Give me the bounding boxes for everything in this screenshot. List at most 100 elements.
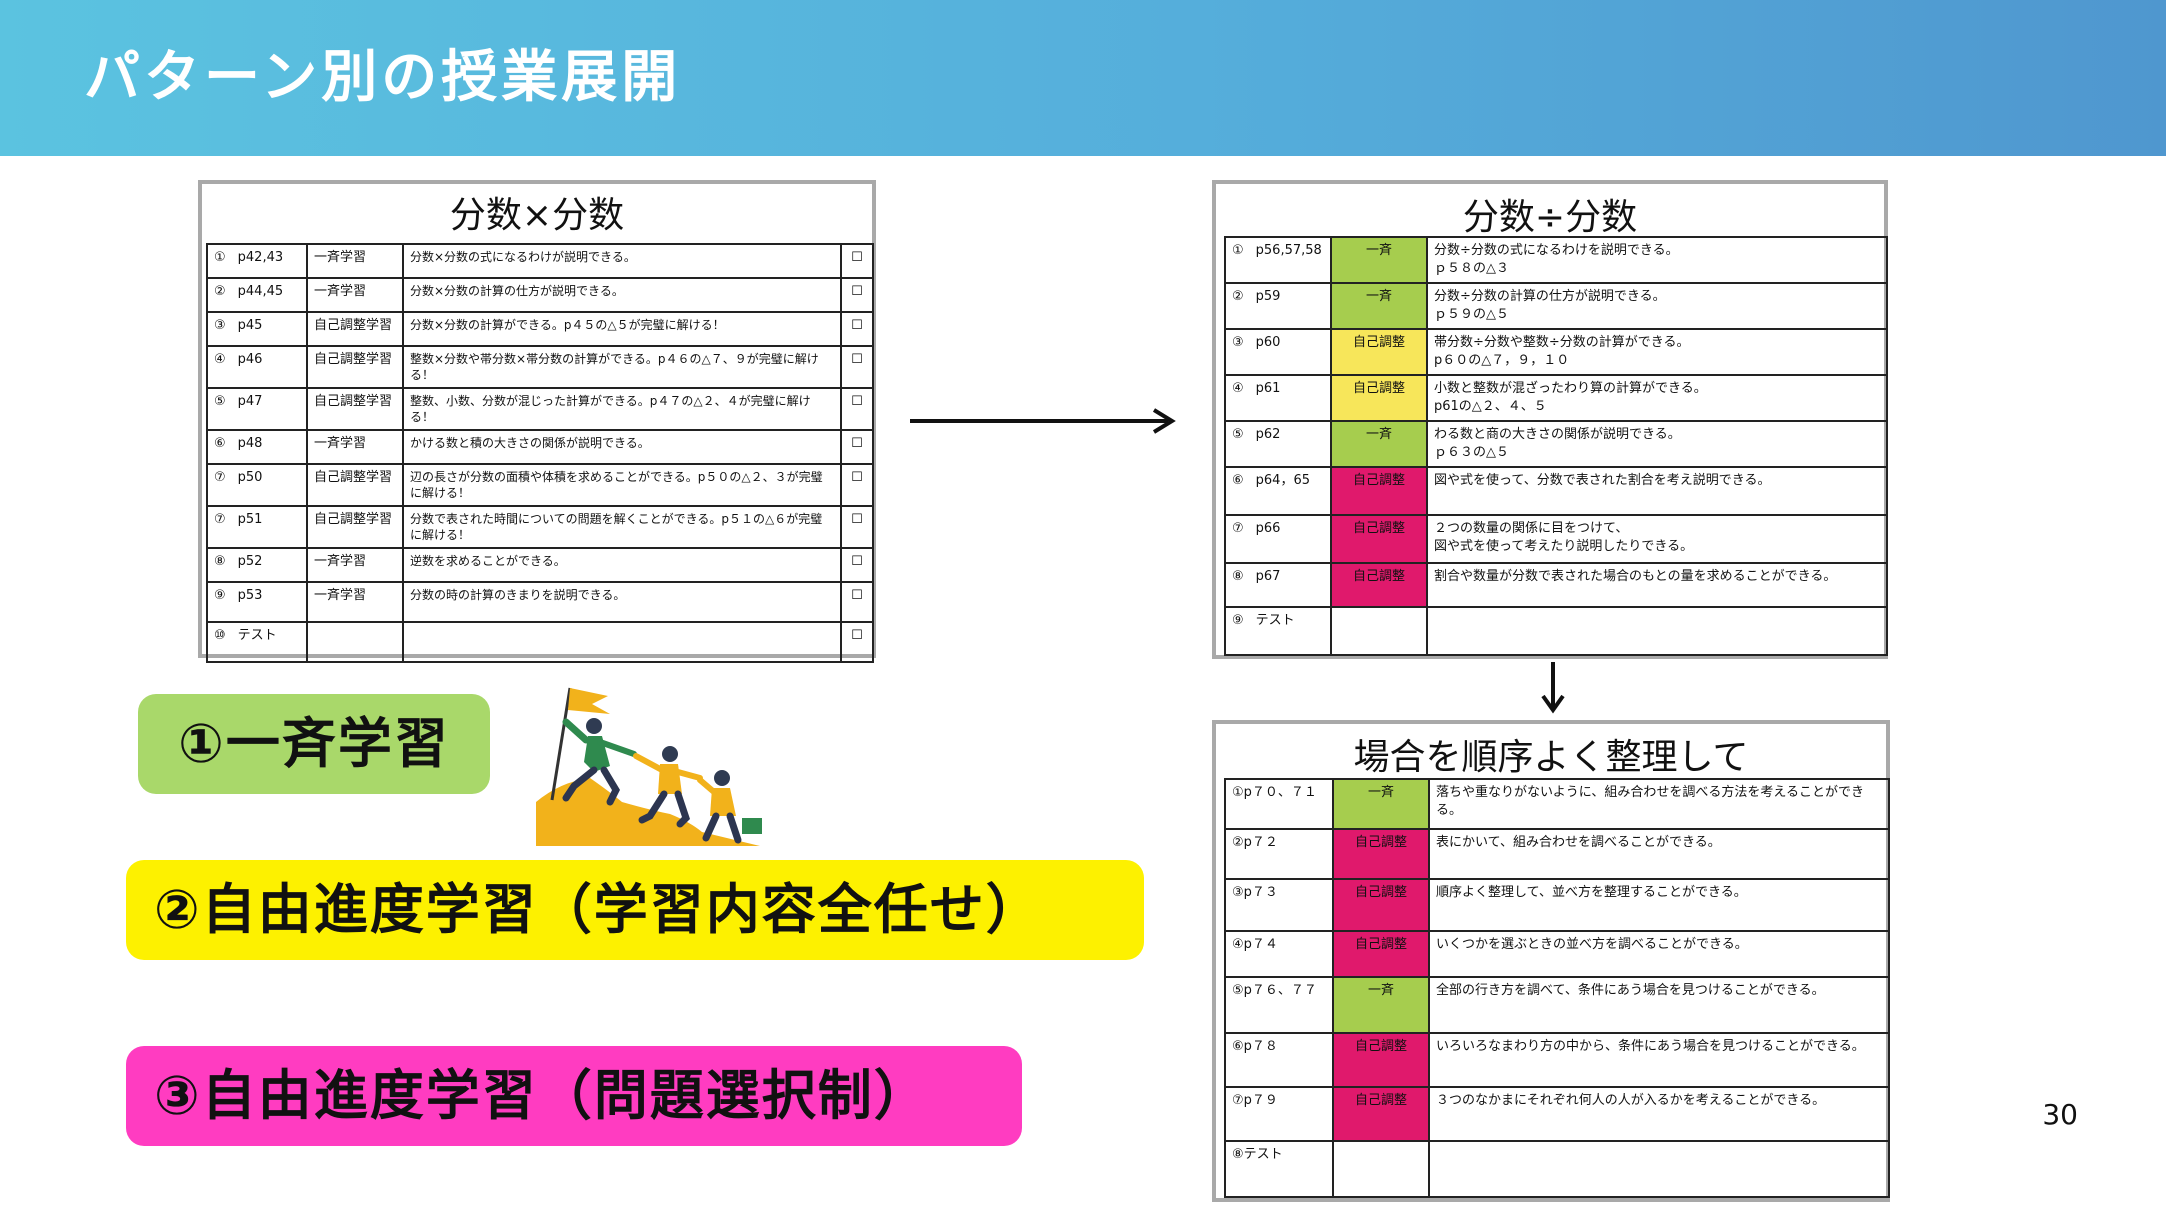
row-number-page: ⑦ p50 xyxy=(206,463,308,507)
checkbox-icon: ☐ xyxy=(840,387,874,431)
page-ref: p56,57,58 xyxy=(1255,243,1322,258)
row-number: ④ xyxy=(1232,381,1244,396)
learning-goal: 分数×分数の計算ができる。p４５の△５が完璧に解ける！ xyxy=(402,311,842,347)
page-ref: p51 xyxy=(237,512,263,527)
row-number: ⑥ xyxy=(1232,473,1244,488)
page-ref: テスト xyxy=(1255,613,1295,628)
learning-type xyxy=(306,621,404,663)
learning-mode-badge: 自己調整 xyxy=(1330,466,1428,516)
row-number: ⑧ xyxy=(1232,569,1244,584)
page-ref: p42,43 xyxy=(237,250,284,265)
row-number: ④ xyxy=(214,352,226,367)
learning-goal: かける数と積の大きさの関係が説明できる。 xyxy=(402,429,842,465)
checkbox-icon: ☐ xyxy=(840,277,874,313)
learning-goal xyxy=(402,621,842,663)
learning-mode-badge: 一斉 xyxy=(1330,236,1428,284)
page-ref: p46 xyxy=(237,352,263,367)
learning-mode-badge xyxy=(1330,606,1428,656)
learning-type: 一斉学習 xyxy=(306,429,404,465)
learning-goal: 小数と整数が混ざったわり算の計算ができる。 p61の△２、４、５ xyxy=(1426,374,1888,422)
row-number: ② xyxy=(1232,289,1244,304)
learning-mode-badge: 自己調整 xyxy=(1332,1086,1430,1142)
row-number-page: ⑥p７８ xyxy=(1224,1032,1334,1088)
row-number: ③ xyxy=(1232,335,1244,350)
learning-goal: ２つの数量の関係に目をつけて、図や式を使って考えたり説明したりできる。 xyxy=(1426,514,1888,564)
arrow-down-icon xyxy=(1541,662,1565,714)
page-ref: p60 xyxy=(1255,335,1281,350)
row-number: ⑦ xyxy=(214,470,226,485)
goal-text: 分数÷分数の式になるわけを説明できる。 xyxy=(1434,243,1679,258)
learning-goal: 分数の時の計算のきまりを説明できる。 xyxy=(402,581,842,623)
pattern-label-simultaneous: ①一斉学習 xyxy=(138,694,490,794)
row-number-page: ④p７４ xyxy=(1224,930,1334,978)
goal-text: ２つの数量の関係に目をつけて、 xyxy=(1434,521,1629,536)
row-number: ⑥ xyxy=(214,436,226,451)
goal-text: わる数と商の大きさの関係が説明できる。 xyxy=(1434,427,1681,442)
learning-type: 一斉学習 xyxy=(306,547,404,583)
learning-goal xyxy=(1426,606,1888,656)
page-ref: テスト xyxy=(237,628,277,643)
row-number: ① xyxy=(214,250,226,265)
learning-goal: 分数÷分数の計算の仕方が説明できる。ｐ５９の△５ xyxy=(1426,282,1888,330)
arrow-right-icon xyxy=(910,408,1176,434)
row-number-page: ⑨ テスト xyxy=(1224,606,1332,656)
checkbox-icon: ☐ xyxy=(840,243,874,279)
checkbox-icon: ☐ xyxy=(840,345,874,389)
row-number: ⑨ xyxy=(1232,613,1244,628)
goal-exercise: ｐ５８の△３ xyxy=(1434,261,1509,276)
row-number: ⑧ xyxy=(214,554,226,569)
goal-exercise: p61の△２、４、５ xyxy=(1434,399,1547,414)
learning-goal xyxy=(1428,1140,1890,1198)
page-ref: p59 xyxy=(1255,289,1281,304)
goal-text: 小数と整数が混ざったわり算の計算ができる。 xyxy=(1434,381,1707,396)
row-number-page: ⑦p７９ xyxy=(1224,1086,1334,1142)
row-number: ⑦ xyxy=(214,512,226,527)
climbing-team-illustration xyxy=(536,687,762,846)
learning-goal: 割合や数量が分数で表された場合のもとの量を求めることができる。 xyxy=(1426,562,1888,608)
learning-mode-badge: 自己調整 xyxy=(1330,328,1428,376)
learning-goal: 分数÷分数の式になるわけを説明できる。 ｐ５８の△３ xyxy=(1426,236,1888,284)
page-ref: p45 xyxy=(237,318,263,333)
learning-goal: 整数、小数、分数が混じった計算ができる。p４７の△２、４が完璧に解ける！ xyxy=(402,387,842,431)
learning-type: 自己調整学習 xyxy=(306,311,404,347)
learning-goal: 落ちや重なりがないように、組み合わせを調べる方法を考えることができる。 xyxy=(1428,778,1890,830)
pattern-label-text: ②自由進度学習（学習内容全任せ） xyxy=(154,878,1042,941)
slide-title: パターン別の授業展開 xyxy=(84,45,682,110)
page-ref: p50 xyxy=(237,470,263,485)
page-ref: p47 xyxy=(237,394,263,409)
goal-exercise: p６０の△７，９，１０ xyxy=(1434,353,1570,368)
row-number-page: ③p７３ xyxy=(1224,878,1334,932)
learning-goal: いろいろなまわり方の中から、条件にあう場合を見つけることができる。 xyxy=(1428,1032,1890,1088)
checkbox-icon: ☐ xyxy=(840,505,874,549)
row-number-page: ⑦ p51 xyxy=(206,505,308,549)
learning-mode-badge: 自己調整 xyxy=(1332,930,1430,978)
learning-goal: わる数と商の大きさの関係が説明できる。ｐ６３の△５ xyxy=(1426,420,1888,468)
learning-goal: ３つのなかまにそれぞれ何人の人が入るかを考えることができる。 xyxy=(1428,1086,1890,1142)
learning-type: 一斉学習 xyxy=(306,277,404,313)
